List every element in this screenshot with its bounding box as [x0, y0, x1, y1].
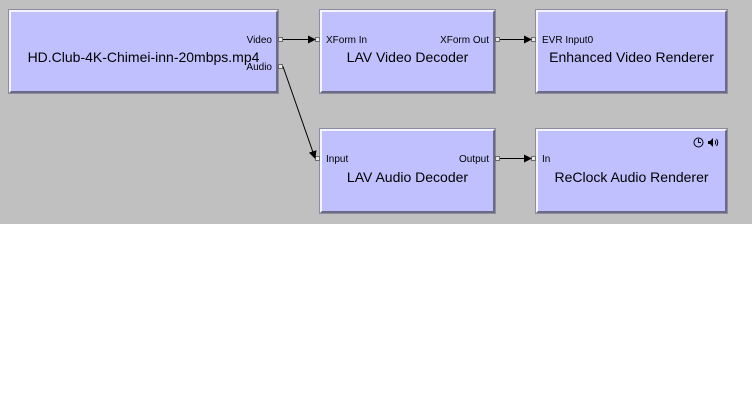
pin-label-audio-out: Audio [246, 62, 272, 73]
filter-video-decoder[interactable]: LAV Video Decoder XForm In XForm Out [319, 9, 496, 94]
pin-label-evr-input0: EVR Input0 [542, 35, 594, 46]
filter-video-renderer[interactable]: Enhanced Video Renderer EVR Input0 [535, 9, 728, 94]
empty-area [0, 224, 752, 400]
speaker-icon [707, 137, 719, 151]
pin-audio-output[interactable] [495, 156, 500, 161]
pin-label-xform-in: XForm In [326, 35, 368, 46]
pin-video-out[interactable] [278, 37, 283, 42]
pin-audio-out[interactable] [278, 64, 283, 69]
filter-audio-renderer[interactable]: ReClock Audio Renderer In [535, 128, 728, 214]
filter-name-audio-decoder: LAV Audio Decoder [346, 169, 469, 185]
pin-label-audio-in: In [542, 154, 551, 165]
filter-name-source: HD.Club-4K-Chimei-inn-20mbps.mp4 [27, 49, 260, 65]
clock-icon [693, 137, 704, 151]
filter-name-video-decoder: LAV Video Decoder [346, 49, 469, 65]
filter-name-audio-renderer: ReClock Audio Renderer [554, 169, 709, 185]
connection-audio-input [282, 66, 317, 159]
pin-label-audio-input: Input [326, 154, 349, 165]
filter-source[interactable]: HD.Club-4K-Chimei-inn-20mbps.mp4 Video A… [8, 9, 279, 94]
pin-label-xform-out: XForm Out [440, 35, 489, 46]
filter-name-video-renderer: Enhanced Video Renderer [549, 49, 714, 65]
pin-label-audio-output: Output [458, 154, 489, 165]
pin-xform-out[interactable] [495, 37, 500, 42]
connection-wires [282, 35, 532, 163]
filter-audio-decoder[interactable]: LAV Audio Decoder Input Output [319, 128, 496, 214]
pin-label-video-out: Video [246, 35, 272, 46]
